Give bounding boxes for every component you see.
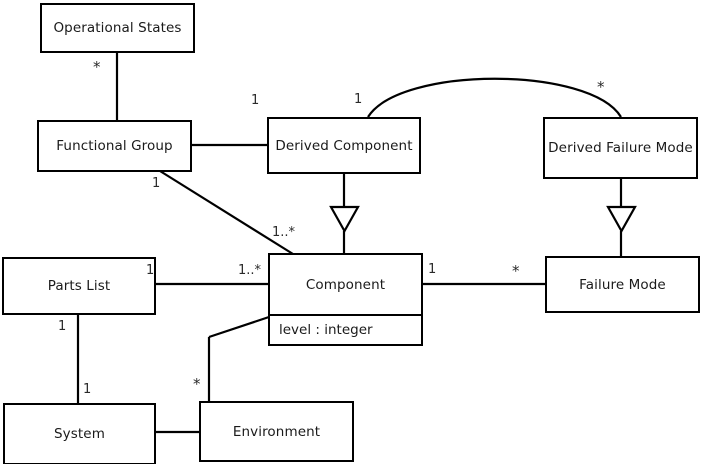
class-box-environment[interactable]: Environment	[199, 401, 354, 462]
edge-derived-component-derived-failure-mode	[367, 77, 622, 118]
multiplicity-component-environment: *	[193, 375, 201, 393]
multiplicity-component-failure-mode-target: *	[512, 262, 520, 280]
class-box-functional-group[interactable]: Functional Group	[37, 120, 192, 172]
class-box-component[interactable]: Component level : integer	[268, 253, 423, 346]
class-name-component: Component	[305, 276, 386, 293]
edge-functional-group-component	[159, 170, 294, 255]
edge-component-environment-diagonal	[208, 315, 270, 339]
class-attribute-component-level: level : integer	[270, 314, 421, 344]
class-name-failure-mode: Failure Mode	[579, 276, 666, 293]
multiplicity-parts-list-component-source: 1	[146, 263, 155, 278]
multiplicity-functional-group-component-target: 1..*	[272, 225, 296, 240]
class-box-operational-states[interactable]: Operational States	[40, 3, 195, 53]
class-box-parts-list[interactable]: Parts List	[2, 257, 156, 315]
class-name-derived-component: Derived Component	[275, 137, 413, 154]
class-box-derived-component[interactable]: Derived Component	[267, 117, 421, 174]
generalization-triangle-component	[329, 205, 360, 234]
multiplicity-parts-list-system-source: 1	[58, 319, 67, 334]
multiplicity-functional-group-component-source: 1	[152, 176, 161, 191]
multiplicity-derived-component-derived-failure-mode-source: 1	[354, 92, 363, 107]
class-box-system[interactable]: System	[3, 403, 156, 464]
class-name-operational-states: Operational States	[53, 20, 182, 36]
multiplicity-parts-list-component-target: 1..*	[238, 263, 262, 278]
class-name-functional-group: Functional Group	[56, 138, 173, 154]
class-box-failure-mode[interactable]: Failure Mode	[545, 256, 700, 313]
class-name-environment: Environment	[232, 423, 321, 440]
class-box-derived-failure-mode[interactable]: Derived Failure Mode	[543, 117, 698, 179]
multiplicity-functional-group-derived-component: 1	[251, 93, 260, 108]
multiplicity-derived-component-derived-failure-mode-target: *	[597, 78, 605, 96]
generalization-triangle-failure-mode	[606, 205, 637, 234]
multiplicity-operational-states-functional-group: *	[93, 58, 101, 76]
class-name-derived-failure-mode: Derived Failure Mode	[548, 140, 693, 156]
class-name-parts-list: Parts List	[47, 278, 111, 294]
multiplicity-parts-list-system-target: 1	[83, 382, 92, 397]
class-name-system: System	[54, 426, 105, 442]
multiplicity-component-failure-mode-source: 1	[428, 262, 437, 277]
